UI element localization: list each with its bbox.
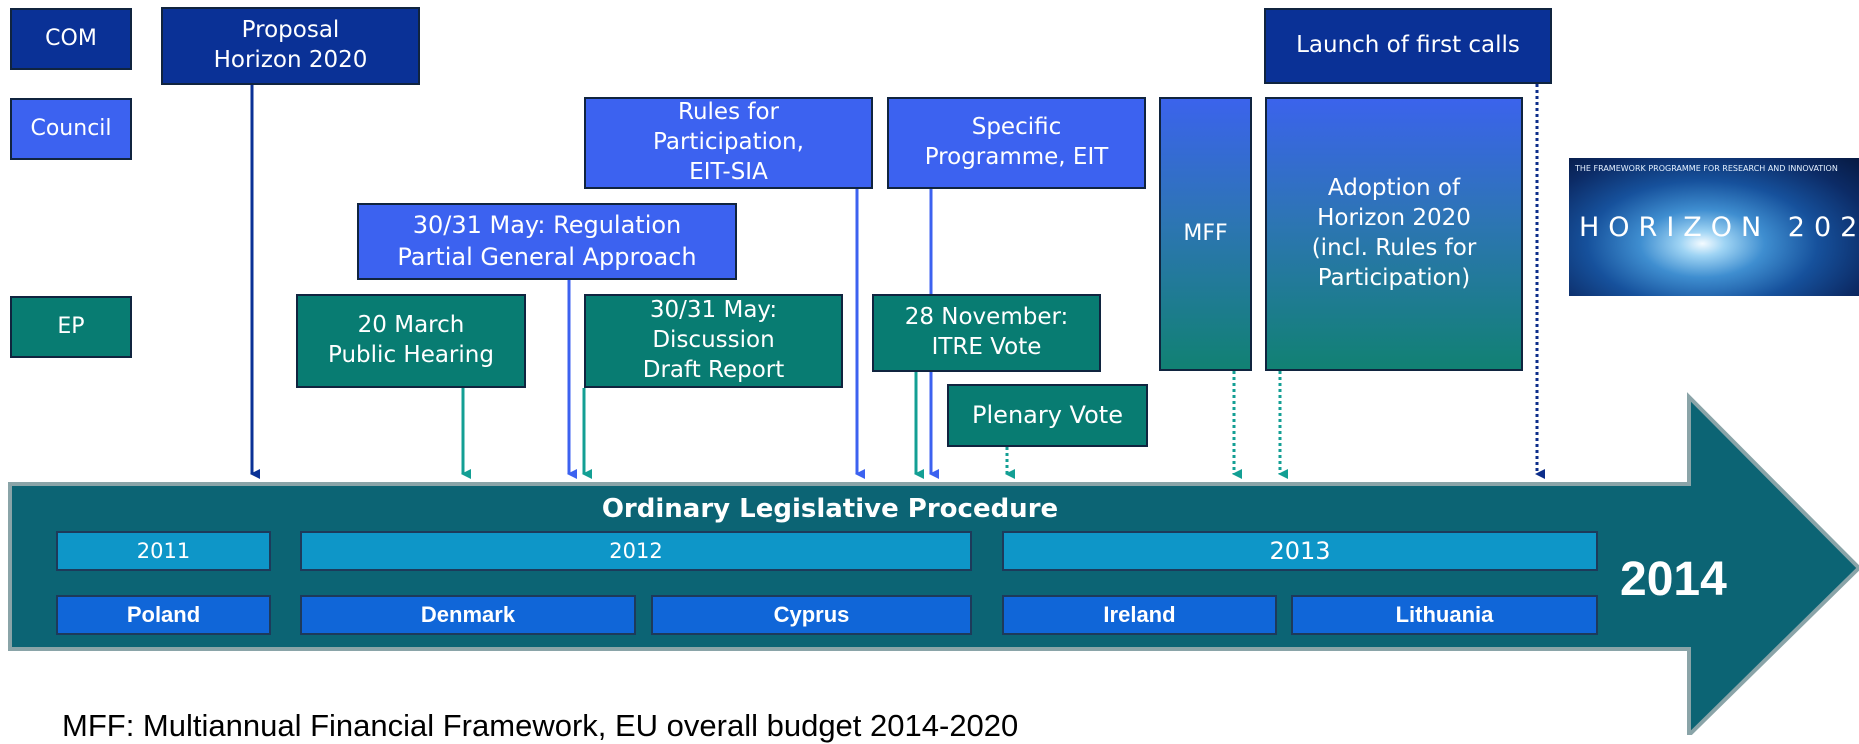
timeline-title: Ordinary Legislative Procedure: [601, 494, 1059, 524]
logo-tagline: THE FRAMEWORK PROGRAMME FOR RESEARCH AND…: [1575, 164, 1838, 173]
event-discussion-draft: 30/31 May: Discussion Draft Report: [584, 294, 843, 388]
presidency-lithuania: Lithuania: [1291, 595, 1598, 635]
year-2013: 2013: [1002, 531, 1598, 571]
event-launch-calls: Launch of first calls: [1264, 8, 1552, 84]
actor-com: COM: [10, 8, 132, 70]
presidency-ireland: Ireland: [1002, 595, 1277, 635]
horizon-2020-logo: THE FRAMEWORK PROGRAMME FOR RESEARCH AND…: [1569, 158, 1859, 296]
year-2014: 2014: [1620, 553, 1727, 606]
footnote: MFF: Multiannual Financial Framework, EU…: [62, 708, 1019, 743]
presidency-denmark: Denmark: [300, 595, 636, 635]
year-2011: 2011: [56, 531, 271, 571]
event-public-hearing: 20 March Public Hearing: [296, 294, 526, 388]
event-itre-vote: 28 November: ITRE Vote: [872, 294, 1101, 372]
event-plenary-vote: Plenary Vote: [947, 384, 1148, 447]
presidency-poland: Poland: [56, 595, 271, 635]
year-2012: 2012: [300, 531, 972, 571]
presidency-cyprus: Cyprus: [651, 595, 972, 635]
event-proposal: Proposal Horizon 2020: [161, 7, 420, 85]
event-rules-participation: Rules for Participation, EIT-SIA: [584, 97, 873, 189]
event-regulation-partial: 30/31 May: Regulation Partial General Ap…: [357, 203, 737, 280]
logo-name: HORIZON 2020: [1579, 212, 1859, 243]
event-specific-programme: Specific Programme, EIT: [887, 97, 1146, 189]
actor-council: Council: [10, 98, 132, 160]
event-adoption: Adoption of Horizon 2020 (incl. Rules fo…: [1265, 97, 1523, 371]
actor-ep: EP: [10, 296, 132, 358]
event-mff: MFF: [1159, 97, 1252, 371]
